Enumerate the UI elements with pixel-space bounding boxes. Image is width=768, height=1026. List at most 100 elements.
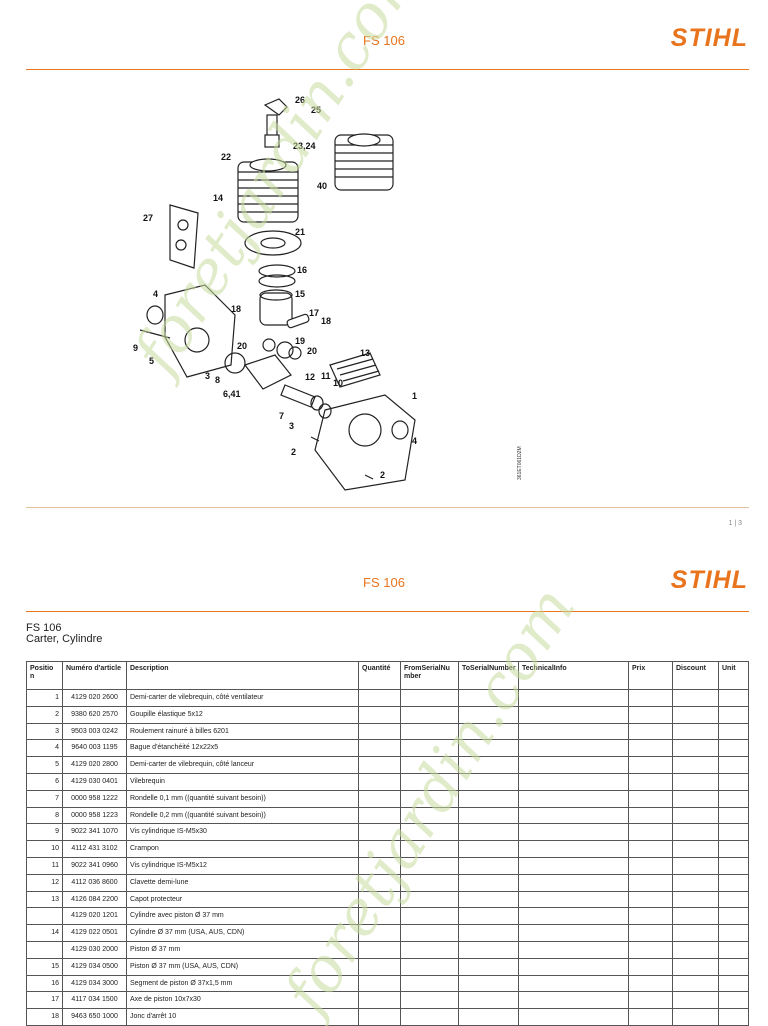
part-number-cell: 4129 034 3000	[62, 974, 127, 993]
discount-cell	[672, 756, 719, 774]
price-cell	[628, 840, 673, 858]
position-cell	[26, 907, 63, 926]
callout-label: 20	[237, 341, 247, 351]
discount-cell	[672, 974, 719, 993]
quantity-cell	[358, 756, 401, 774]
to-serial-cell	[458, 974, 519, 993]
unit-cell	[718, 806, 749, 825]
from-serial-cell	[400, 823, 459, 842]
header-title: FS 106	[363, 33, 405, 48]
quantity-cell	[358, 940, 401, 959]
callout-label: 21	[295, 227, 305, 237]
discount-cell	[672, 991, 719, 1010]
price-cell	[628, 705, 673, 724]
technical-info-cell	[518, 806, 629, 825]
column-header: Description	[126, 661, 359, 690]
technical-info-cell	[518, 974, 629, 993]
header-rule	[26, 69, 749, 70]
quantity-cell	[358, 823, 401, 842]
to-serial-cell	[458, 789, 519, 808]
column-header: FromSerialNu mber	[400, 661, 459, 690]
quantity-cell	[358, 957, 401, 976]
callout-label: 10	[333, 378, 343, 388]
discount-cell	[672, 940, 719, 959]
callout-label: 3	[289, 421, 294, 431]
quantity-cell	[358, 789, 401, 808]
callout-label: 2	[380, 470, 385, 480]
unit-cell	[718, 856, 749, 875]
to-serial-cell	[458, 1008, 519, 1026]
header-rule	[26, 611, 749, 612]
part-number-cell: 4112 431 3102	[62, 840, 127, 858]
description-cell: Crampon	[126, 840, 359, 858]
discount-cell	[672, 1008, 719, 1026]
technical-info-cell	[518, 940, 629, 959]
diagram-code: 361ET061D2M	[517, 446, 523, 480]
technical-info-cell	[518, 890, 629, 909]
quantity-cell	[358, 1008, 401, 1026]
price-cell	[628, 772, 673, 791]
to-serial-cell	[458, 739, 519, 758]
discount-cell	[672, 772, 719, 791]
unit-cell	[718, 957, 749, 976]
discount-cell	[672, 739, 719, 758]
description-cell: Rondelle 0,2 mm ((quantité suivant besoi…	[126, 806, 359, 825]
from-serial-cell	[400, 806, 459, 825]
part-number-cell: 4129 030 2000	[62, 940, 127, 959]
price-cell	[628, 974, 673, 993]
description-cell: Jonc d'arrêt 10	[126, 1008, 359, 1026]
technical-info-cell	[518, 1008, 629, 1026]
part-number-cell: 9022 341 1070	[62, 823, 127, 842]
page-header: FS 106 STIHL	[0, 24, 768, 70]
price-cell	[628, 957, 673, 976]
position-cell: 4	[26, 739, 63, 758]
discount-cell	[672, 924, 719, 942]
unit-cell	[718, 705, 749, 724]
to-serial-cell	[458, 856, 519, 875]
part-number-cell: 4129 020 2600	[62, 689, 127, 707]
unit-cell	[718, 840, 749, 858]
price-cell	[628, 924, 673, 942]
unit-cell	[718, 974, 749, 993]
to-serial-cell	[458, 890, 519, 909]
part-number-cell: 4117 034 1500	[62, 991, 127, 1010]
quantity-cell	[358, 907, 401, 926]
description-cell: Cylindre Ø 37 mm (USA, AUS, CDN)	[126, 924, 359, 942]
quantity-cell	[358, 689, 401, 707]
callout-label: 2	[291, 447, 296, 457]
stihl-logo: STIHL	[670, 566, 748, 594]
part-number-cell: 4126 084 2200	[62, 890, 127, 909]
from-serial-cell	[400, 940, 459, 959]
callout-label: 9	[133, 343, 138, 353]
technical-info-cell	[518, 856, 629, 875]
column-header: Unit	[718, 661, 749, 690]
discount-cell	[672, 689, 719, 707]
price-cell	[628, 823, 673, 842]
callout-label: 5	[149, 356, 154, 366]
part-number-cell: 4129 020 2800	[62, 756, 127, 774]
technical-info-cell	[518, 789, 629, 808]
callout-label: 11	[321, 371, 331, 381]
column-header: Prix	[628, 661, 673, 690]
table-header-row: Positio n Numéro d'article Description Q…	[26, 661, 749, 690]
to-serial-cell	[458, 772, 519, 791]
price-cell	[628, 756, 673, 774]
position-cell: 8	[26, 806, 63, 825]
technical-info-cell	[518, 756, 629, 774]
position-cell: 1	[26, 689, 63, 707]
callout-label: 4	[412, 436, 417, 446]
to-serial-cell	[458, 722, 519, 741]
unit-cell	[718, 756, 749, 774]
